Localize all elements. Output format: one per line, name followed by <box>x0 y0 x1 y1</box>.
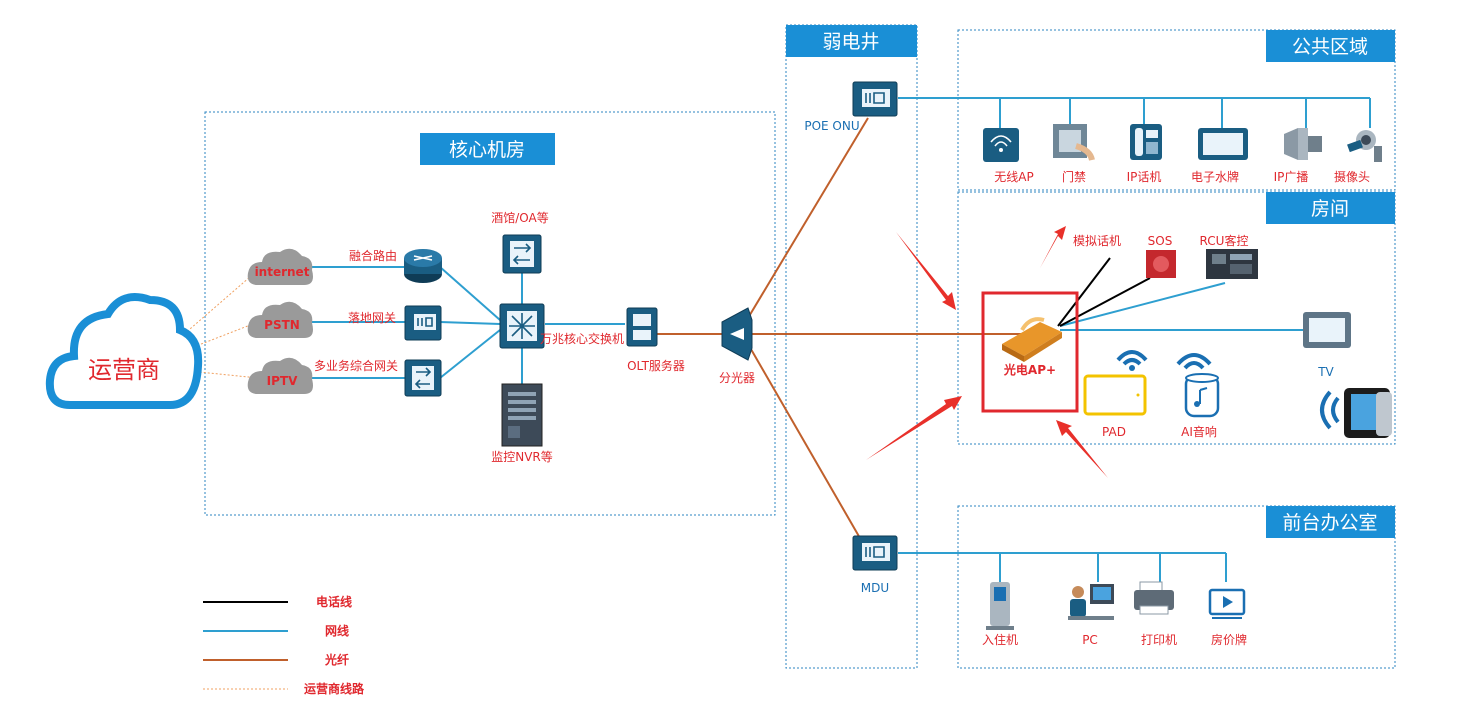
network-lines <box>305 97 1371 582</box>
room-zone <box>957 191 1396 445</box>
router-label: 融合路由 <box>349 248 397 263</box>
weak-well-tab <box>786 25 917 57</box>
pad-wifi-icon <box>1116 350 1148 371</box>
cloud-pstn-label: PSTN <box>264 318 300 332</box>
ap-label: 光电AP+ <box>1003 362 1056 377</box>
office-tab <box>1266 506 1395 538</box>
room-tab <box>1266 192 1395 224</box>
phone-lines <box>1057 257 1151 327</box>
public-area-zone <box>957 29 1396 191</box>
sos-label: SOS <box>1148 234 1173 248</box>
core-room-title: 核心机房 <box>449 139 525 161</box>
legend-label: 运营商线路 <box>304 681 365 696</box>
public-device-label: 无线AP <box>994 170 1033 184</box>
optical-ap-icon <box>1002 317 1062 362</box>
office-device-label: 入住机 <box>982 633 1018 647</box>
digital-signage-icon <box>1198 128 1248 160</box>
public-area-title: 公共区域 <box>1292 36 1368 58</box>
ip-phone-icon <box>1130 124 1162 160</box>
legend-label: 光纤 <box>324 652 349 667</box>
poe-onu-icon <box>852 81 898 117</box>
public-device-label: 电子水牌 <box>1191 170 1239 184</box>
oa-switch-icon <box>502 234 542 274</box>
mdu-label: MDU <box>861 581 889 595</box>
nvr-label: 监控NVR等 <box>491 450 553 464</box>
rcu-label: RCU客控 <box>1200 233 1249 248</box>
landing-gateway-label: 落地网关 <box>348 311 396 325</box>
legend-label: 网线 <box>325 623 349 638</box>
ip-broadcast-speaker-icon <box>1284 128 1322 160</box>
olt-server-icon <box>626 307 658 347</box>
splitter-icon <box>721 307 753 361</box>
fiber-lines <box>655 117 1030 553</box>
wireless-ap-icon <box>983 128 1019 162</box>
legend <box>203 601 288 690</box>
tv-label: TV <box>1317 365 1334 379</box>
multi-gateway-switch-icon <box>404 359 442 397</box>
office-title: 前台办公室 <box>1282 512 1377 534</box>
office-device-label: 打印机 <box>1141 633 1177 647</box>
sos-button-icon <box>1146 250 1176 278</box>
rcu-controller-icon <box>1206 249 1258 279</box>
operator-cloud-icon <box>45 293 203 409</box>
poe-onu-label: POE ONU <box>804 119 859 133</box>
nvr-server-icon <box>501 383 543 447</box>
red-arrow-icon <box>866 226 1108 478</box>
iptv-cloud-icon <box>247 357 313 394</box>
pad-icon <box>1083 374 1147 416</box>
legend-label: 电话线 <box>316 594 352 609</box>
multi-gateway-label: 多业务综合网关 <box>314 358 398 373</box>
speaker-wifi-icon <box>1176 353 1212 370</box>
analog-phone-label: 模拟话机 <box>1073 234 1121 248</box>
access-control-icon <box>1053 124 1095 161</box>
smartphone-icon <box>1344 388 1392 438</box>
public-device-label: 门禁 <box>1062 169 1086 184</box>
pc-icon <box>1068 584 1114 620</box>
price-board-icon <box>1208 588 1246 619</box>
cloud-iptv-label: IPTV <box>267 374 298 388</box>
tv-icon <box>1303 312 1351 348</box>
office-zone <box>957 505 1396 669</box>
olt-label: OLT服务器 <box>627 358 685 373</box>
room-title: 房间 <box>1311 198 1349 220</box>
ap-highlight-box <box>981 291 1079 413</box>
smartphone-wifi-icon <box>1320 390 1340 430</box>
public-area-tab <box>1266 30 1395 62</box>
public-device-label: 摄像头 <box>1334 169 1370 184</box>
router-icon <box>404 249 442 283</box>
weak-well-title: 弱电井 <box>822 31 879 53</box>
ai-speaker-icon <box>1184 373 1220 418</box>
office-device-label: 房价牌 <box>1211 632 1247 647</box>
core-switch-icon <box>499 303 545 349</box>
internet-cloud-icon <box>247 248 313 285</box>
gateway-icon <box>404 305 442 341</box>
pstn-cloud-icon <box>247 301 313 338</box>
oa-label: 酒馆/OA等 <box>491 210 549 225</box>
ai-speaker-label: AI音响 <box>1181 424 1217 439</box>
operator-label: 运营商 <box>88 356 160 384</box>
mdu-icon <box>852 535 898 571</box>
office-device-label: PC <box>1082 633 1098 647</box>
core-switch-label: 万兆核心交换机 <box>540 331 624 346</box>
public-device-label: IP话机 <box>1127 170 1162 184</box>
core-room-tab <box>420 133 555 165</box>
checkin-kiosk-icon <box>986 582 1014 630</box>
public-device-label: IP广播 <box>1274 170 1309 184</box>
core-room-zone <box>204 111 776 516</box>
camera-icon <box>1347 130 1382 162</box>
splitter-label: 分光器 <box>719 371 755 385</box>
printer-icon <box>1134 581 1174 615</box>
cloud-internet-label: internet <box>255 265 310 279</box>
pad-label: PAD <box>1102 425 1126 439</box>
